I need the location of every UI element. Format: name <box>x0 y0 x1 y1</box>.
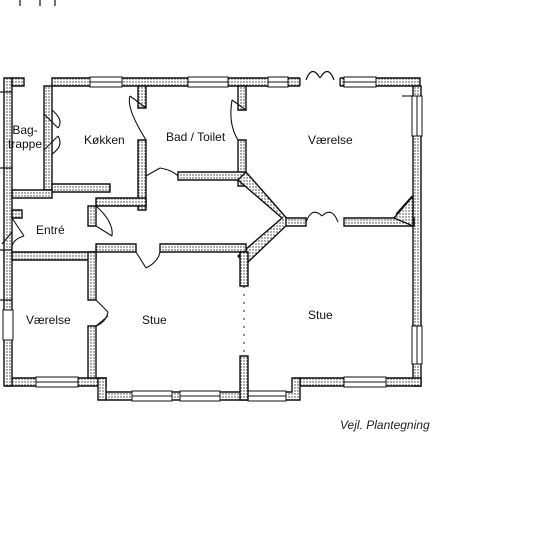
plan-caption: Vejl. Plantegning <box>340 418 430 432</box>
french-door-top <box>299 70 341 88</box>
outer-walls <box>3 77 422 401</box>
windows <box>2 76 423 402</box>
room-label-entre: Entré <box>36 223 65 237</box>
room-label-bad-toilet: Bad / Toilet <box>166 130 226 144</box>
room-label-bagtrappe-line2: trappe <box>8 137 43 151</box>
interior-walls <box>11 85 415 401</box>
room-label-bagtrappe-line1: Bag- <box>12 123 38 137</box>
room-label-vaerelse-top: Værelse <box>308 133 353 147</box>
doors <box>1 95 413 327</box>
room-label-kokken: Køkken <box>84 133 125 147</box>
room-label-vaerelse-left: Værelse <box>26 313 71 327</box>
room-label-bagtrappe: Bag- trappe <box>8 123 42 151</box>
room-label-stue-left: Stue <box>142 313 167 327</box>
room-label-stue-right: Stue <box>308 308 333 322</box>
